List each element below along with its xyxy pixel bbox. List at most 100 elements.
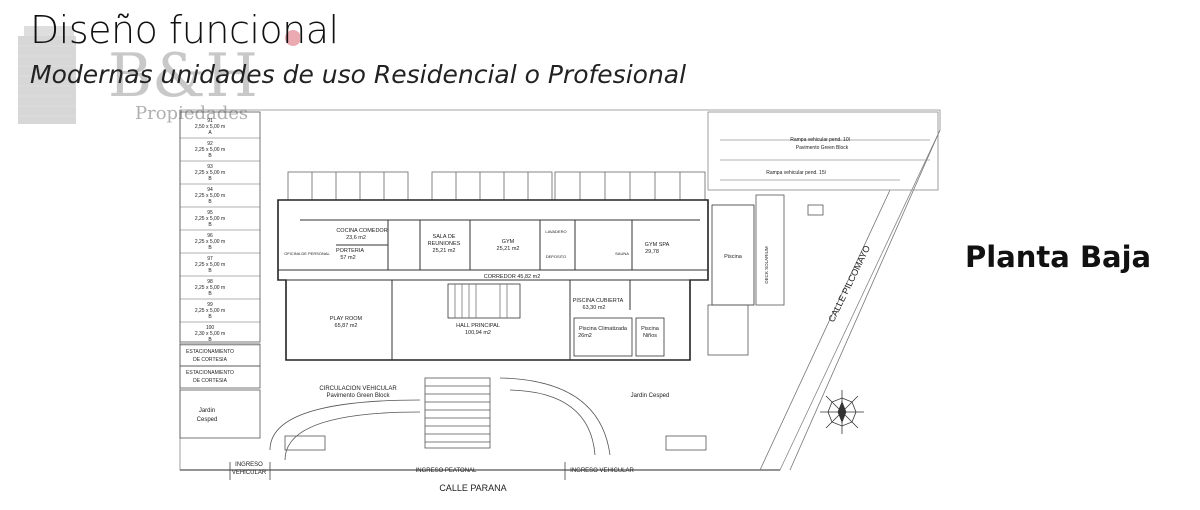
pool-ninos	[635, 317, 665, 357]
ramp-area	[707, 111, 939, 191]
parking-space-size: 2,25 x 5,00 m	[195, 285, 225, 291]
label-circulacion: CIRCULACION VEHICULAR	[319, 386, 397, 392]
parking-space-type: B	[208, 337, 212, 343]
utility-box-2	[665, 435, 707, 451]
parking-space-num: 99	[207, 302, 213, 308]
room-piscina-cubierta-area: 63,30 m2	[583, 305, 606, 311]
page-subtitle: Modernas unidades de uso Residencial o P…	[30, 60, 687, 89]
room-piscina-ninos-2: Niños	[643, 333, 657, 339]
parking-space-size: 2,25 x 5,00 m	[195, 170, 225, 176]
parking-space-size: 2,30 x 5,00 m	[195, 331, 225, 337]
room-porteria-area: 57 m2	[340, 255, 355, 261]
parking-space-num: 98	[207, 279, 213, 285]
room-piscina-ninos: Piscina	[641, 326, 660, 332]
room-porteria: PORTERIA	[336, 248, 364, 254]
parking-space-type: B	[208, 314, 212, 320]
parking-space-size: 2,25 x 5,00 m	[195, 147, 225, 153]
side-room	[707, 304, 749, 356]
room-cocina-area: 23,6 m2	[346, 235, 366, 241]
parking-bays-top	[287, 171, 706, 201]
street-parana: CALLE PARANA	[439, 483, 506, 493]
parking-space-num: 94	[207, 187, 213, 193]
label-rampa-1b: Pavimento Green Block	[796, 145, 849, 151]
parking-space-num: 92	[207, 141, 213, 147]
label-ingreso-peatonal: INGRESO PEATONAL	[416, 468, 477, 474]
courtesy-1-line2: DE CORTESIA	[193, 357, 227, 363]
room-play-room-area: 65,87 m2	[335, 323, 358, 329]
courtesy-2-line2: DE CORTESIA	[193, 378, 227, 384]
parking-space-type: B	[208, 291, 212, 297]
room-corredor: CORREDOR 45,82 m2	[484, 274, 541, 280]
room-hall-area: 100,94 m2	[465, 330, 491, 336]
label-rampa-1: Rampa vehicular pend. 10l	[790, 137, 849, 143]
room-piscina-clim: Piscina Climatizada	[579, 326, 628, 332]
courtesy-1-line1: ESTACIONAMIENTO	[186, 349, 234, 355]
vehicle-curve-left	[269, 399, 421, 451]
room-piscina-clim-area: 26m2	[578, 333, 592, 339]
label-jardin-left: Jardin	[199, 408, 215, 414]
utility-box-1	[284, 435, 326, 451]
room-oficina: OFICINA DE PERSONAL	[284, 251, 330, 256]
parking-space-type: B	[208, 199, 212, 205]
room-piscina: Piscina	[724, 254, 743, 260]
parking-space-type: B	[208, 245, 212, 251]
label-ingreso-vehicular-left-2: VEHICULAR	[232, 470, 267, 476]
parking-space-num: 96	[207, 233, 213, 239]
parking-space-type: B	[208, 176, 212, 182]
room-sauna: SAUNA	[615, 251, 629, 256]
logo-accent-dot	[285, 30, 300, 46]
room-piscina-cubierta: PISCINA CUBIERTA	[573, 298, 624, 304]
label-jardin-right: Jardin Cesped	[631, 393, 670, 399]
pool-climatizada	[573, 317, 633, 357]
parking-space-num: 100	[206, 325, 215, 331]
parking-space-size: 2,25 x 5,00 m	[195, 308, 225, 314]
room-gym-spa-area: 29,78	[645, 249, 659, 255]
logo-accent	[285, 30, 300, 46]
logo-tagline: Propiedades	[135, 103, 248, 124]
room-cocina: COCINA COMEDOR	[336, 228, 387, 234]
label-rampa-2: Rampa vehicular pend. 15l	[766, 170, 825, 176]
plan-title: Planta Baja	[965, 240, 1152, 274]
parking-space-type: B	[208, 222, 212, 228]
parking-space-num: 97	[207, 256, 213, 262]
page-title: Diseño funcional	[30, 8, 339, 52]
utility-box-3	[807, 204, 824, 216]
room-deck: DECK SOLARIUM	[764, 246, 769, 284]
compass-icon	[820, 390, 864, 434]
parking-space-type: B	[208, 268, 212, 274]
room-lavadero: LAVADERO	[545, 229, 566, 234]
room-hall: HALL PRINCIPAL	[456, 323, 500, 329]
street-edge-pilcomayo	[759, 189, 891, 471]
room-play-room: PLAY ROOM	[330, 316, 363, 322]
room-gym-area: 25,21 m2	[497, 246, 520, 252]
entrance-steps	[424, 377, 491, 449]
parking-space-size: 2,50 x 5,00 m	[195, 124, 225, 130]
parking-space-size: 2,25 x 5,00 m	[195, 193, 225, 199]
parking-space-num: 93	[207, 164, 213, 170]
room-sala-2: REUNIONES	[428, 241, 461, 247]
room-sala-area: 25,21 m2	[433, 248, 456, 254]
label-pavimento: Pavimento Green Block	[326, 393, 390, 399]
label-ingreso-vehicular-left: INGRESO	[235, 462, 263, 468]
stair-core	[447, 283, 521, 319]
street-pilcomayo: CALLE PILCOMAYO	[826, 244, 872, 324]
parking-space-type: A	[208, 130, 212, 136]
label-ingreso-vehicular-right: INGRESO VEHICULAR	[570, 468, 634, 474]
deck	[755, 194, 785, 306]
courtesy-2-line1: ESTACIONAMIENTO	[186, 370, 234, 376]
label-jardin-left-2: Cesped	[197, 417, 218, 423]
room-deposito: DEPOSITO	[546, 254, 567, 259]
room-gym-spa: GYM SPA	[645, 242, 670, 248]
building-logo-icon	[18, 26, 76, 124]
parking-space-num: 95	[207, 210, 213, 216]
parking-column	[179, 111, 261, 343]
parking-space-size: 2,25 x 5,00 m	[195, 262, 225, 268]
jardin-left-box	[179, 389, 261, 439]
site-boundary	[179, 109, 941, 471]
parking-space-type: B	[208, 153, 212, 159]
room-sala: SALA DE	[433, 234, 456, 240]
logo-letters: B&H	[108, 41, 258, 111]
parking-space-size: 2,25 x 5,00 m	[195, 216, 225, 222]
